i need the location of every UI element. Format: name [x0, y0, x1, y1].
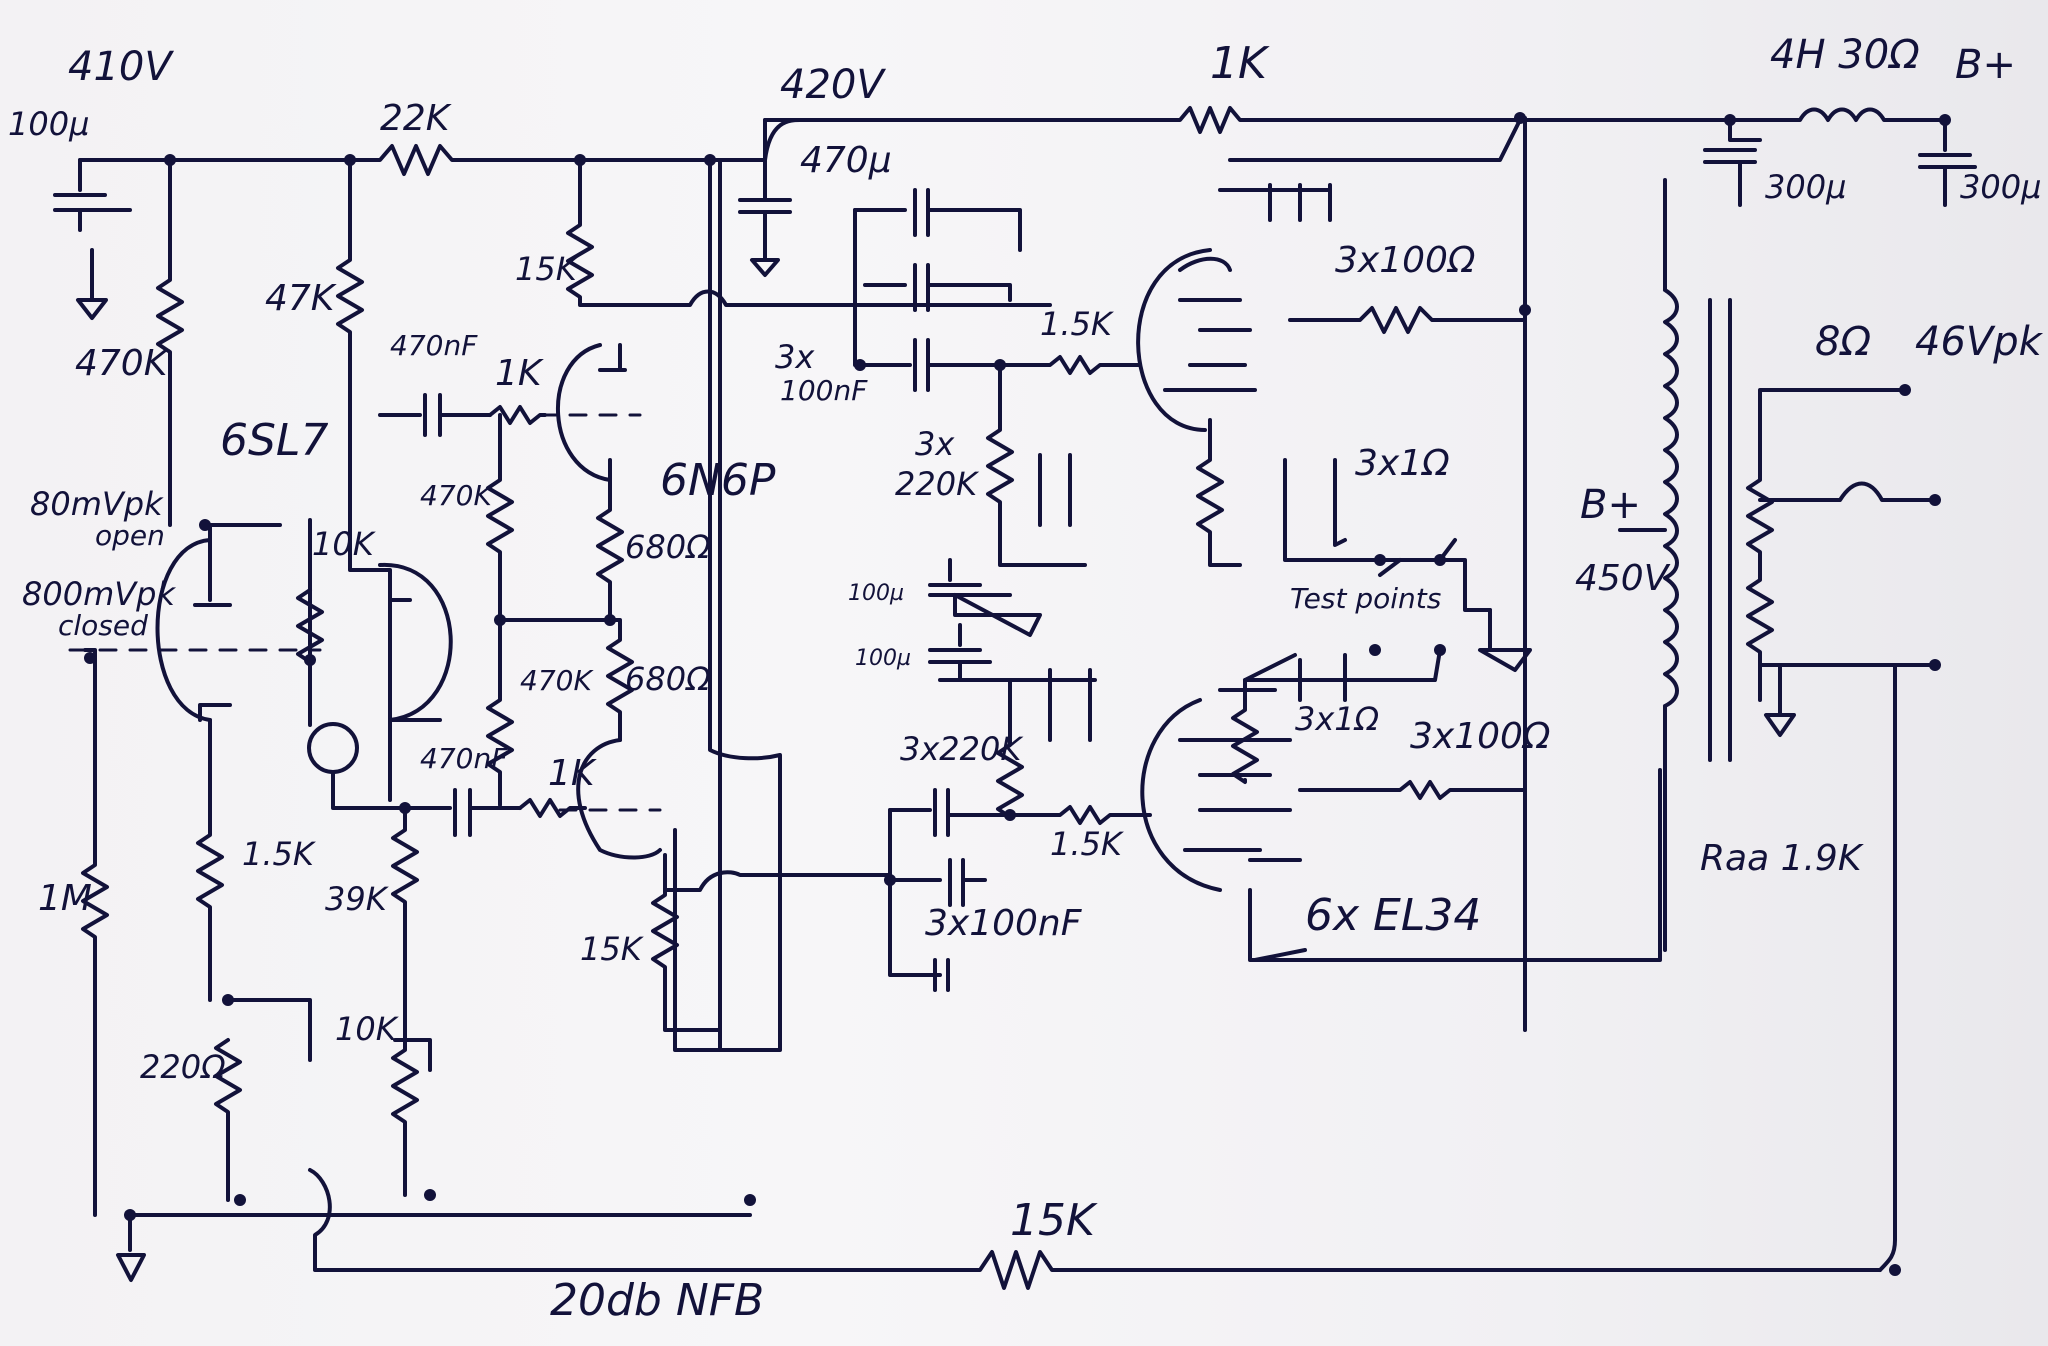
label-15k-top: 15K	[515, 250, 580, 288]
label-220: 220Ω	[140, 1048, 226, 1086]
input-labels: 470K 47K 22K 6SL7 80mVpk open 800mVpk cl…	[22, 98, 508, 1086]
label-3x-b: 3x	[915, 425, 955, 463]
output-stage-lower	[1140, 118, 1662, 962]
label-3x100nf-b: 3x100nF	[925, 903, 1083, 944]
label-680-a: 680Ω	[625, 528, 711, 566]
junction-dots	[84, 112, 1951, 1276]
label-1k-b: 1K	[548, 753, 597, 794]
label-220k-a: 220K	[895, 465, 980, 503]
label-1-5k-a: 1.5K	[1040, 305, 1115, 343]
output-transformer	[1618, 178, 1941, 952]
label-300u-a: 300µ	[1765, 168, 1846, 206]
label-80mvpk: 80mVpk	[30, 485, 164, 523]
label-15k-bot: 15K	[580, 930, 645, 968]
label-470k-b: 470K	[520, 664, 594, 697]
label-3x1-b: 3x1Ω	[1295, 700, 1380, 738]
label-680-b: 680Ω	[625, 660, 711, 698]
label-300u-b: 300µ	[1960, 168, 2041, 206]
label-20db-nfb: 20db NFB	[550, 1275, 764, 1326]
label-open: open	[95, 519, 165, 552]
label-3x100-a: 3x100Ω	[1335, 240, 1476, 281]
label-100nf-a: 100nF	[780, 374, 868, 407]
label-bias-cap-a: 100µ	[848, 581, 904, 606]
driver-labels: 15K 1K 470K 6N6P 680Ω 470K 680Ω 1K 15K	[420, 250, 776, 968]
driver-stage	[486, 158, 1052, 1052]
coupling-network	[853, 188, 1152, 992]
label-39k: 39K	[325, 880, 390, 918]
label-470k-a: 470K	[420, 479, 494, 512]
label-bias-cap-b: 100µ	[855, 646, 911, 671]
input-stage	[68, 158, 522, 1217]
label-3x1-a: 3x1Ω	[1355, 443, 1450, 484]
label-test-points: Test points	[1290, 582, 1441, 615]
label-470nf-b: 470nF	[420, 742, 508, 775]
coupling-labels: 3x 100nF 3x 220K 100µ 100µ 3x220K 3x100n…	[775, 305, 1125, 944]
label-1-5k-b: 1.5K	[1050, 825, 1125, 863]
label-3x100-b: 3x100Ω	[1410, 716, 1551, 757]
label-nfb-15k: 15K	[1010, 1195, 1098, 1246]
label-470u-cap: 470µ	[800, 140, 892, 181]
label-1k-supply: 1K	[1210, 38, 1270, 89]
label-6x-el34: 6x EL34	[1305, 890, 1481, 941]
label-46vpk: 46Vpk	[1915, 319, 2044, 365]
supply-labels: 410V 100µ 420V 470µ 1K 4H 30Ω B+ 300µ 30…	[8, 32, 2041, 599]
label-3x-a: 3x	[775, 338, 815, 376]
ground-rail	[116, 663, 1897, 1290]
label-1-5k: 1.5K	[242, 835, 317, 873]
label-1k-a: 1K	[495, 353, 544, 394]
label-closed: closed	[58, 609, 148, 642]
output-stage-upper	[1136, 183, 1532, 672]
label-6sl7: 6SL7	[220, 415, 328, 466]
label-470nf-a: 470nF	[390, 329, 478, 362]
label-6n6p: 6N6P	[660, 455, 776, 506]
label-choke: 4H 30Ω	[1770, 32, 1920, 78]
label-raa: Raa 1.9K	[1700, 838, 1864, 879]
label-3x220k-b: 3x220K	[900, 730, 1024, 768]
label-470k-input: 470K	[75, 343, 170, 384]
label-input-cap: 100µ	[8, 105, 89, 143]
label-bplus-xfmr: B+	[1580, 482, 1641, 528]
label-47k: 47K	[265, 278, 337, 319]
label-410v: 410V	[68, 44, 174, 90]
label-1m: 1M	[38, 878, 92, 919]
label-8ohm: 8Ω	[1815, 319, 1871, 365]
label-450v: 450V	[1575, 558, 1671, 599]
label-10k-cathode: 10K	[312, 525, 377, 563]
output-labels: 3x100Ω 3x1Ω Test points 3x1Ω 3x100Ω 6x E…	[550, 240, 2044, 1326]
label-22k: 22K	[380, 98, 452, 139]
label-420v: 420V	[780, 62, 886, 108]
label-pot-10k: 10K	[335, 1010, 400, 1048]
label-800mvpk: 800mVpk	[22, 575, 176, 613]
label-bplus-top: B+	[1955, 42, 2016, 88]
